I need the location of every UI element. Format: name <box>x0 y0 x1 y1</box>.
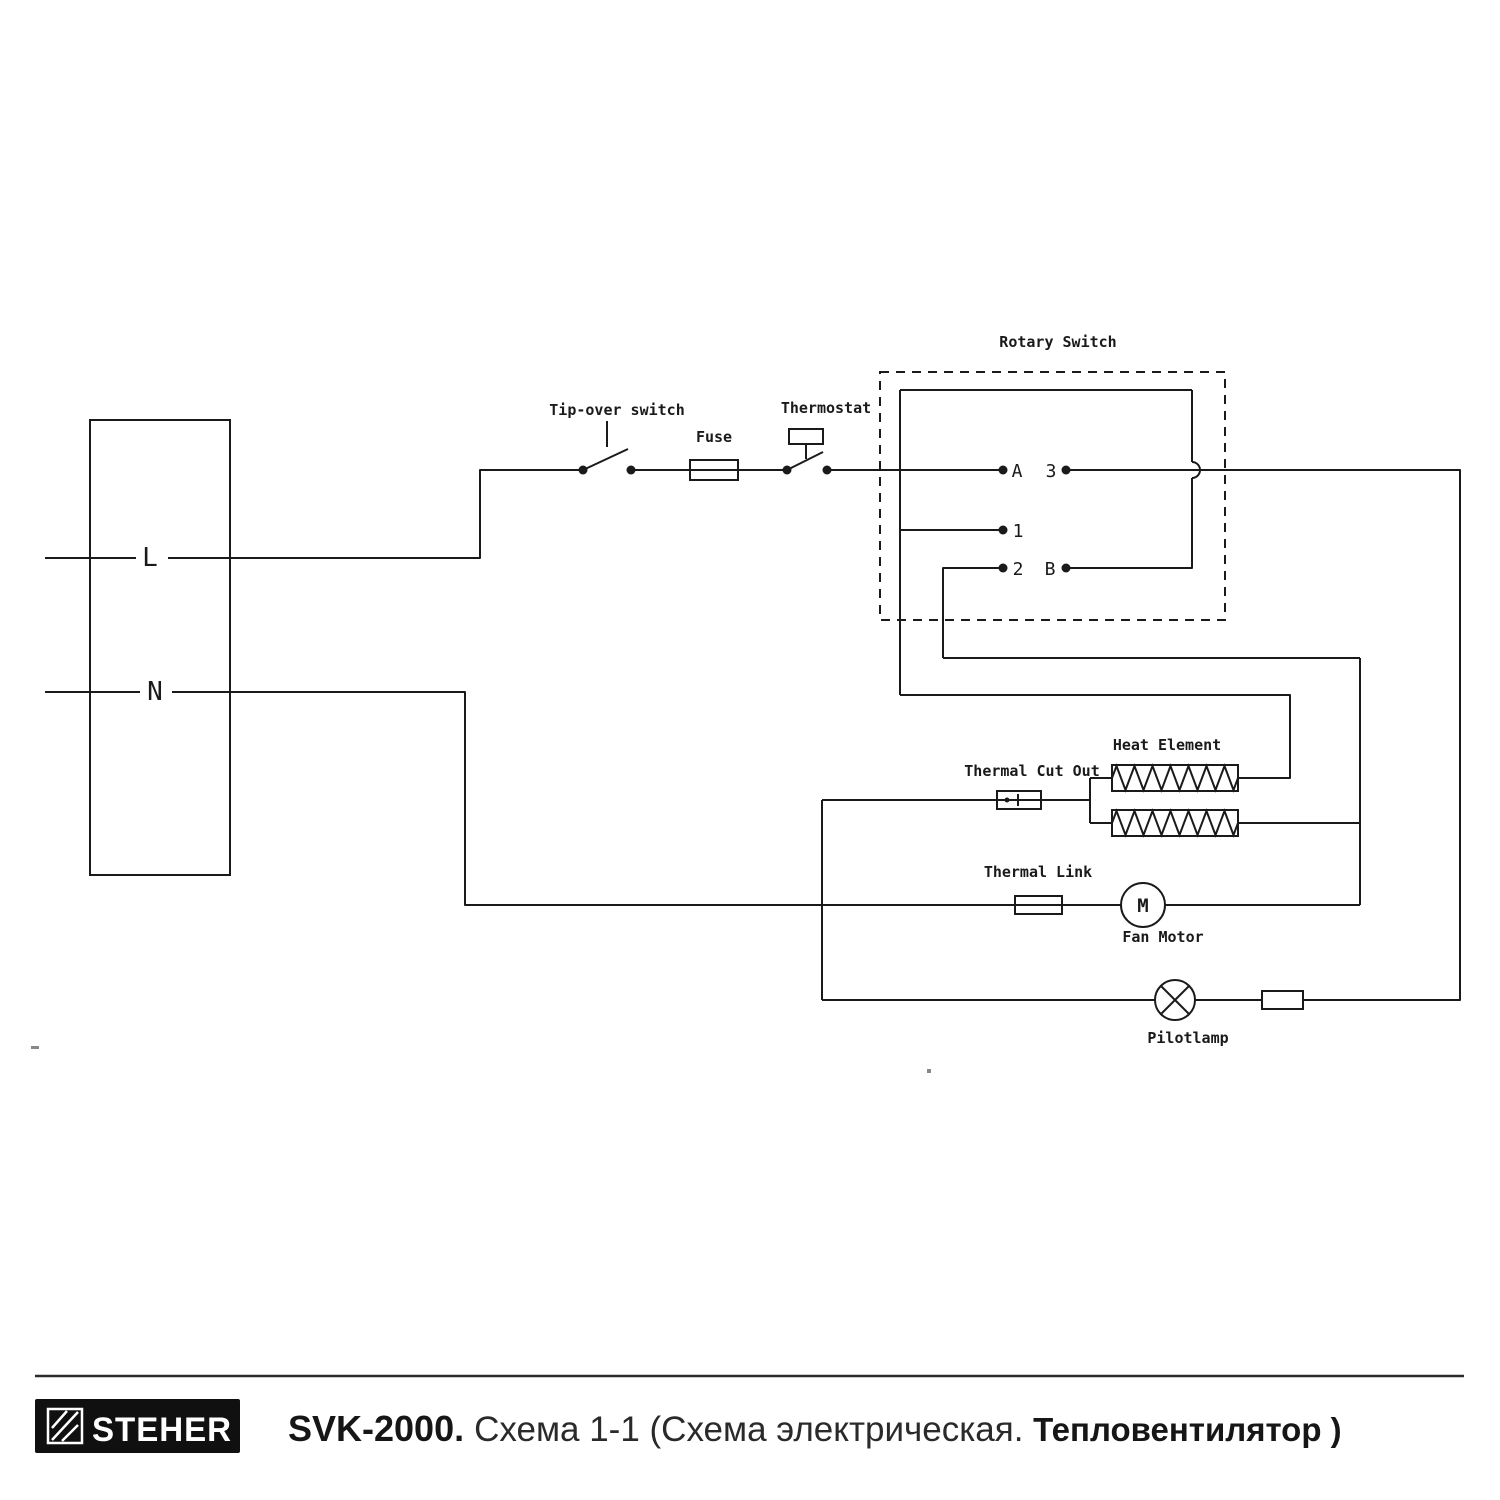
terminal-1-letter: 1 <box>1013 521 1024 542</box>
heat-element-1-zigzag <box>1111 763 1239 793</box>
thermal-cut-out-pivot <box>1004 797 1010 803</box>
terminal-3-letter: 3 <box>1046 461 1057 482</box>
heat-element-2-zigzag <box>1111 808 1239 838</box>
footer: STEHER SVK-2000. Схема 1-1 (Схема электр… <box>35 1374 1464 1453</box>
wire-n-to-fan <box>172 691 1121 906</box>
contact-dot <box>578 465 588 475</box>
tip-over-switch-label: Tip-over switch <box>549 401 684 419</box>
wire-l-to-switch <box>168 469 583 559</box>
tip-over-switch-symbol: Tip-over switch <box>549 401 685 475</box>
thermostat-body <box>788 428 824 445</box>
terminal-a-dot <box>998 465 1008 475</box>
footer-caption: SVK-2000. Схема 1-1 (Схема электрическая… <box>288 1408 1342 1449</box>
wire-terminal3-right-rail <box>1066 469 1461 1001</box>
wire-hop-arc <box>1191 461 1201 479</box>
thermal-cut-out-label: Thermal Cut Out <box>964 762 1099 780</box>
wire-loop-right-to-b <box>1066 478 1193 569</box>
fan-motor-circle <box>1120 882 1166 928</box>
pilot-lamp-label: Pilotlamp <box>1147 1029 1228 1047</box>
heat-element-label: Heat Element <box>1113 736 1221 754</box>
terminal-2-dot <box>998 563 1008 573</box>
thermostat-blade <box>786 451 824 471</box>
rotary-switch-outline <box>879 371 1226 621</box>
logo-square <box>46 1407 84 1445</box>
brand-logo-icon <box>46 1407 84 1445</box>
terminal-2-letter: 2 <box>1013 559 1024 580</box>
power-terminal-box: L N <box>89 419 231 876</box>
rotary-switch-box: Rotary Switch A 3 1 2 B <box>879 333 1226 621</box>
pilot-lamp-cross <box>1160 985 1190 1015</box>
thermal-cut-out-body <box>996 790 1042 810</box>
terminal-n-label: N <box>147 677 163 707</box>
brand-name: STEHER <box>92 1411 232 1449</box>
wire-element1-to-terminal1 <box>900 694 1291 779</box>
rotary-switch-label: Rotary Switch <box>999 333 1116 351</box>
stray-mark <box>31 1046 39 1049</box>
fan-motor-symbol: M Fan Motor <box>1120 882 1204 946</box>
terminal-a-letter: A <box>1012 461 1023 482</box>
terminal-b-letter: B <box>1045 559 1056 580</box>
power-box-outline <box>89 419 231 876</box>
contact-dot <box>822 465 832 475</box>
stray-mark <box>927 1069 931 1073</box>
terminal-l-label: L <box>142 543 158 573</box>
lamp-resistor-body <box>1261 990 1304 1010</box>
thermal-cutout-symbol: Thermal Cut Out <box>964 762 1100 810</box>
lamp-resistor-symbol <box>1261 990 1304 1010</box>
contact-dot <box>626 465 636 475</box>
pilot-lamp-circle <box>1154 979 1196 1021</box>
brand-logo-background <box>35 1399 240 1453</box>
tip-over-switch-blade <box>582 448 629 471</box>
thermal-link-symbol: Thermal Link <box>984 863 1092 915</box>
fan-motor-letter: M <box>1137 895 1148 917</box>
logo-stripes <box>51 1410 79 1442</box>
contact-dot <box>782 465 792 475</box>
thermostat-label: Thermostat <box>781 399 871 417</box>
wire-terminal2-drop <box>942 567 1003 658</box>
thermal-link-body <box>1014 895 1063 915</box>
caption-suffix: Тепловентилятор ) <box>1033 1411 1342 1448</box>
terminal-1-dot <box>998 525 1008 535</box>
fan-motor-label: Fan Motor <box>1122 928 1203 946</box>
thermostat-symbol: Thermostat <box>781 399 871 475</box>
thermal-link-label: Thermal Link <box>984 863 1092 881</box>
terminal-3-dot <box>1061 465 1071 475</box>
fuse-label: Fuse <box>696 428 732 446</box>
fuse-body <box>689 459 739 481</box>
pilot-lamp-symbol: Pilotlamp <box>1147 979 1229 1047</box>
model-number: SVK-2000. <box>288 1408 474 1449</box>
wires <box>45 389 1461 1001</box>
terminal-b-dot <box>1061 563 1071 573</box>
heat-element-symbols: Heat Element <box>1111 736 1239 838</box>
caption-main: Схема 1-1 (Схема электрическая. <box>474 1410 1033 1449</box>
fuse-symbol: Fuse <box>689 428 739 481</box>
